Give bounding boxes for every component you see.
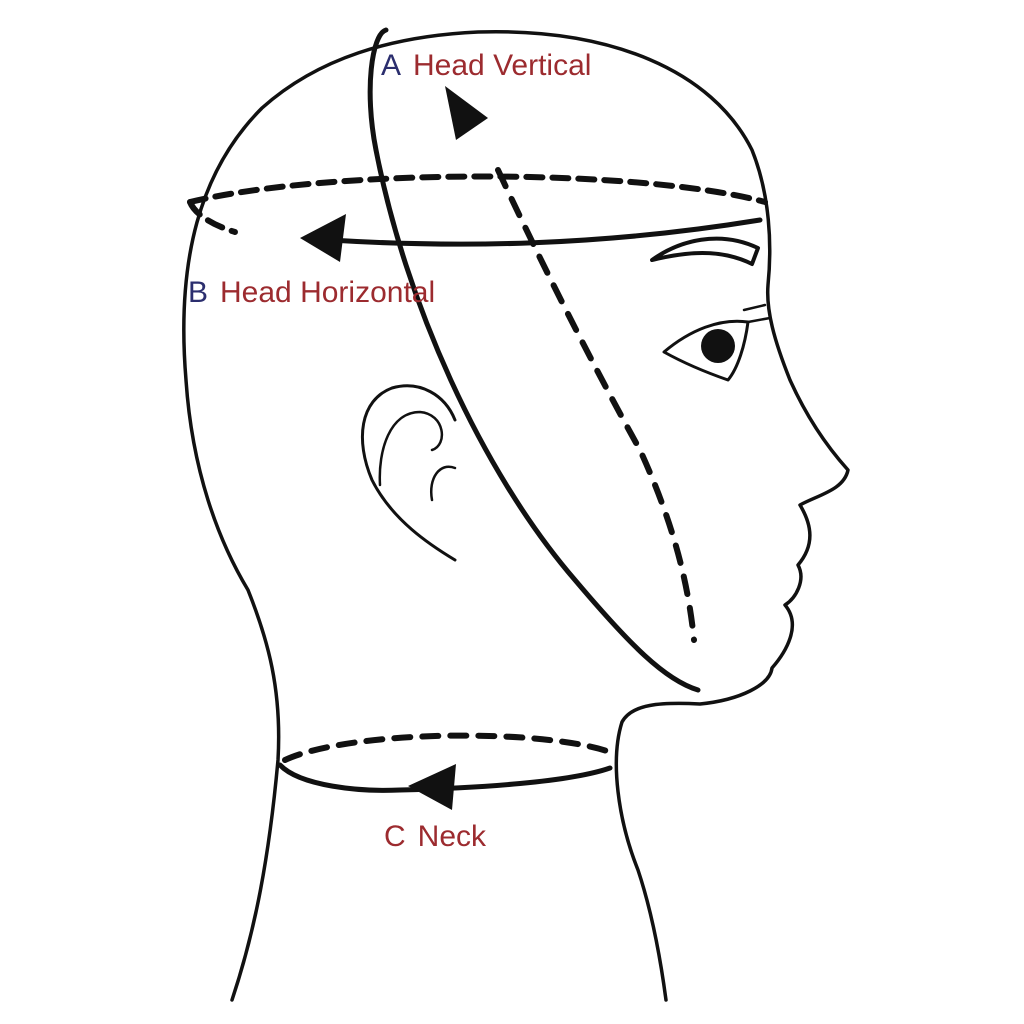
eyebrow-icon — [650, 236, 760, 266]
label-head-horizontal: B Head Horizontal — [188, 278, 435, 308]
head-vertical-solid-line — [367, 27, 701, 693]
label-letter-a: A — [381, 49, 402, 82]
label-text-neck: Neck — [417, 820, 487, 853]
neck-dashed-line — [282, 732, 613, 763]
head-vertical-dashed-line — [495, 167, 697, 643]
neck-arrow-icon — [408, 764, 456, 810]
ear-inner-icon — [378, 410, 444, 487]
eye-icon — [662, 319, 750, 382]
label-text-head-vertical: Head Vertical — [413, 49, 592, 82]
eye-pupil-icon — [701, 329, 735, 363]
neck-solid-line — [277, 762, 613, 793]
head-horizontal-arrow-icon — [300, 214, 346, 262]
eye-lash-icon — [742, 303, 772, 324]
label-text-head-horizontal: Head Horizontal — [220, 276, 436, 309]
ear-lobe-icon — [429, 465, 457, 502]
head-outline — [182, 29, 850, 1002]
label-neck: C Neck — [384, 822, 486, 852]
label-letter-c: C — [384, 820, 406, 853]
label-letter-b: B — [188, 276, 209, 309]
head-vertical-arrow-icon — [445, 86, 488, 140]
ear-icon — [360, 384, 457, 562]
head-horizontal-dashed-back — [187, 199, 238, 235]
head-horizontal-dashed-line — [187, 173, 768, 205]
label-head-vertical: A Head Vertical — [381, 51, 591, 81]
